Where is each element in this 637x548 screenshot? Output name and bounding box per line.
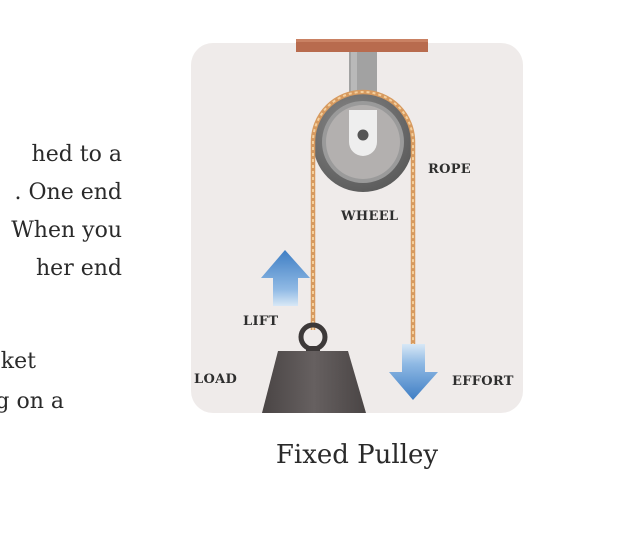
load-label: LOAD (194, 372, 237, 387)
body-text-line: hed to a (31, 142, 122, 167)
pulley-wheel (313, 92, 413, 192)
rope-twist (312, 91, 414, 345)
diagram-panel (191, 43, 523, 413)
effort-label: EFFORT (452, 374, 514, 389)
lift-arrow (261, 250, 310, 306)
body-text-line: ket (0, 349, 36, 374)
figure-caption: Fixed Pulley (275, 440, 439, 470)
wheel-label: WHEEL (340, 209, 398, 224)
body-text-line: When you (11, 218, 122, 243)
lift-label: LIFT (243, 314, 278, 329)
body-text-line: g on a (0, 389, 64, 414)
wheel-axle (357, 129, 369, 141)
ceiling-beam (296, 39, 428, 52)
rope-label: ROPE (428, 162, 471, 177)
ceiling-beam-highlight (296, 39, 428, 42)
body-text-column: hed to a . One end When you her end ket … (0, 0, 160, 548)
load-weight (262, 351, 366, 413)
load-hook-base (306, 346, 320, 352)
pulley-bracket-highlight (351, 52, 357, 118)
effort-arrow (389, 344, 438, 400)
body-text-line: her end (36, 256, 122, 281)
body-text-line: . One end (14, 180, 122, 205)
